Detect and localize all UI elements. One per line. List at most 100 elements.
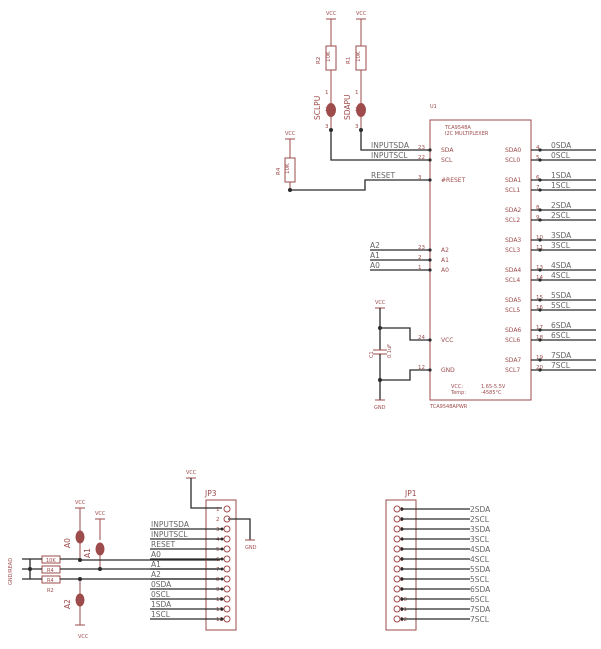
u1-right-net-label: 2SCL	[551, 211, 571, 220]
u1-pin-dot	[538, 308, 542, 312]
vcc-symbol-r4: VCC	[285, 131, 296, 158]
jp3-pin-dot	[220, 547, 224, 551]
u1-right-pin-name: SDA0	[505, 147, 521, 154]
capacitor-c1: VCC GND C1 0.1uF	[369, 300, 430, 411]
connector-jp1: JP1 12SDA22SCL33SDA43SCL54SDA64SCL75SDA8…	[385, 489, 491, 631]
u1-pin-dot	[538, 248, 542, 252]
jp3-pin-dot	[220, 567, 224, 571]
jp1-pin-dot	[400, 557, 404, 561]
jp1-net-label: 6SDA	[470, 585, 491, 594]
jp3-net-label: 0SCL	[151, 590, 171, 599]
jp1-pin	[393, 535, 401, 543]
jp3-pin-dot	[220, 537, 224, 541]
u1-right-pin-num: 5	[536, 155, 540, 161]
bl-resistor-label-r2: R2	[47, 588, 54, 594]
jp1-pin	[393, 615, 401, 623]
jp3-pin	[223, 595, 231, 603]
u1-right-net-label: 4SCL	[551, 271, 571, 280]
jp1-net-label: 4SCL	[470, 555, 490, 564]
u1-left-pin-name: GND	[441, 367, 455, 374]
bl-resistor-label-3: R4	[47, 578, 54, 584]
jp3-pin-num: 11	[216, 607, 223, 613]
u1-left-pin-name: SCL	[441, 157, 453, 164]
jp1-net-label: 2SCL	[470, 515, 490, 524]
u1-left-pins: SDA23INPUTSDASCL22INPUTSCL#RESET3RESETA2…	[370, 141, 466, 374]
u1-right-pin-num: 13	[536, 265, 543, 271]
jp3-pin-dot	[220, 607, 224, 611]
jp1-pin-dot	[400, 527, 404, 531]
sdapu-label: SDAPU	[343, 94, 352, 120]
jp3-net-label: 1SDA	[151, 600, 172, 609]
jp3-net-label: INPUTSCL	[151, 530, 188, 539]
u1-right-pin-name: SCL7	[505, 367, 520, 374]
u1-right-net-label: 0SDA	[551, 141, 572, 150]
u1-right-net-label: 4SDA	[551, 261, 572, 270]
r4-value: 10K	[285, 163, 291, 174]
u1-right-pin-num: 19	[536, 355, 543, 361]
jp1-pin	[393, 515, 401, 523]
u1-pin-dot	[538, 178, 542, 182]
u1-left-net-label: RESET	[371, 171, 395, 180]
jp3-pin-num: 5	[216, 547, 220, 553]
r4-ref: R4	[276, 167, 282, 175]
jp1-pin	[393, 505, 401, 513]
jp3-pins: 123456789101112INPUTSDAINPUTSCLRESETA0A1…	[150, 505, 231, 623]
gnd-label: GND	[374, 405, 386, 411]
vcc-symbol-r1: VCC	[356, 11, 367, 28]
u1-pin-dot	[538, 148, 542, 152]
u1-pin-dot	[428, 258, 432, 262]
jp1-pin	[393, 585, 401, 593]
r1-value: 10K	[356, 51, 362, 62]
u1-right-pin-name: SCL5	[505, 307, 520, 314]
resistor-r1: 10K R1	[346, 28, 367, 90]
jp3-pin-num: 12	[216, 617, 223, 623]
u1-left-pin-name: VCC	[441, 337, 453, 344]
u1-right-pin-name: SDA3	[505, 237, 521, 244]
u1-right-pin-num: 9	[536, 215, 540, 221]
u1-right-pin-name: SDA1	[505, 177, 521, 184]
u1-left-net-label: INPUTSCL	[371, 151, 408, 160]
u1-right-pin-num: 8	[536, 205, 540, 211]
jp3-pin	[223, 565, 231, 573]
u1-right-net-label: 1SCL	[551, 181, 571, 190]
a0-jumper-label: A0	[63, 538, 72, 548]
u1-pin-dot	[538, 188, 542, 192]
u1-pin-dot	[538, 338, 542, 342]
jp3-pin-num: 1	[216, 507, 220, 513]
jp1-pin-dot	[400, 547, 404, 551]
connector-jp3: JP3 VCC GND 123456789101112INPUTSDAINPUT…	[150, 470, 257, 631]
u1-desc: I2C MULTIPLEXER	[445, 131, 489, 137]
u1-pin-dot	[538, 268, 542, 272]
jp3-pin-dot	[220, 577, 224, 581]
u1-left-pin-name: SDA	[441, 147, 454, 154]
u1-right-pin-num: 7	[536, 185, 540, 191]
u1-right-pin-name: SCL1	[505, 187, 520, 194]
vcc-label: VCC	[95, 511, 106, 517]
jp3-pin	[223, 545, 231, 553]
u1-pin-dot	[538, 238, 542, 242]
resistor-r2: 10K R2	[316, 28, 337, 90]
jp1-pin	[393, 525, 401, 533]
u1-right-net-label: 7SCL	[551, 361, 571, 370]
jp3-pin	[223, 515, 231, 523]
u1-pin-dot	[428, 148, 432, 152]
gnd-read-label: GND/READ	[8, 558, 14, 585]
u1-right-pin-num: 6	[536, 175, 540, 181]
jp1-pin	[393, 595, 401, 603]
jp1-net-label: 7SCL	[470, 615, 490, 624]
u1-right-net-label: 0SCL	[551, 151, 571, 160]
u1-right-net-label: 6SCL	[551, 331, 571, 340]
u1-left-net-label: A1	[370, 251, 380, 260]
jp3-pin-num: 10	[216, 597, 223, 603]
jp3-pin	[223, 525, 231, 533]
jp1-pin-dot	[400, 597, 404, 601]
u1-left-pin-name: A2	[441, 247, 449, 254]
u1-right-pin-num: 18	[536, 335, 543, 341]
u1-vcc-note-value: 1.65-5.5V	[481, 384, 506, 390]
jp1-pins: 12SDA22SCL33SDA43SCL54SDA64SCL75SDA85SCL…	[393, 505, 491, 624]
sclpu-pin-3: 3	[325, 124, 329, 130]
u1-left-pin-num: 3	[418, 175, 422, 181]
u1-right-pin-name: SDA2	[505, 207, 521, 214]
u1-left-pin-num: 23	[418, 145, 425, 151]
